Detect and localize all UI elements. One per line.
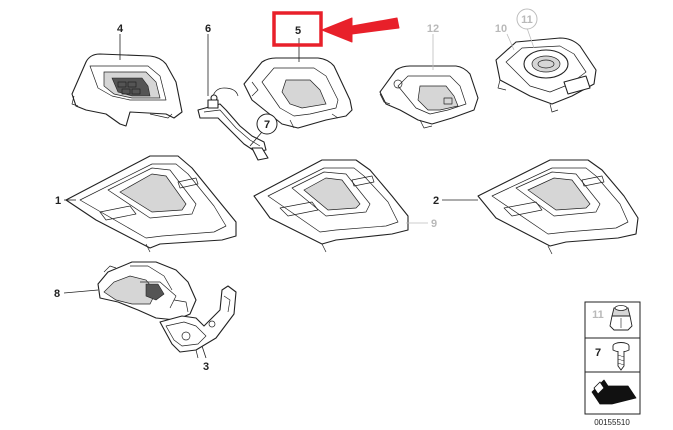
- callout-9[interactable]: 9: [431, 218, 437, 230]
- part-1-console-trim[interactable]: [65, 155, 237, 253]
- callout-numbers: 4 6 5 12 10 11 7 1 2 9 8 3: [54, 8, 538, 373]
- part-3-mounting-bracket[interactable]: [159, 285, 237, 359]
- part-12-trim-variant[interactable]: [379, 65, 479, 129]
- callout-8[interactable]: 8: [54, 288, 60, 300]
- callout-5[interactable]: 5: [295, 25, 301, 37]
- callout-leaders: [63, 27, 535, 359]
- part-2-console-trim-variant[interactable]: [477, 159, 639, 255]
- callout-12[interactable]: 12: [427, 23, 439, 35]
- callout-7-circle: [256, 113, 278, 135]
- clip-nut-icon: [609, 305, 633, 331]
- highlight-callout-5: [272, 11, 400, 47]
- screw-icon: [612, 342, 630, 371]
- callout-6[interactable]: 6: [205, 23, 211, 35]
- legend-row-screw[interactable]: 7: [595, 342, 630, 371]
- legend-label-bottom: 7: [595, 347, 601, 359]
- callout-7[interactable]: 7: [264, 119, 270, 131]
- callout-3[interactable]: 3: [203, 361, 209, 373]
- part-8-shift-mechanism[interactable]: [97, 261, 197, 321]
- document-number: 00155510: [594, 418, 630, 427]
- highlight-arrow-icon: [321, 17, 400, 43]
- part-5-gear-trim[interactable]: [243, 57, 353, 129]
- callout-4[interactable]: 4: [117, 23, 124, 35]
- part-6-cable-bracket[interactable]: [197, 87, 269, 161]
- legend-label-top: 11: [592, 309, 604, 321]
- direction-arrow-icon: [591, 379, 637, 405]
- callout-2[interactable]: 2: [433, 195, 439, 207]
- part-4-switch-panel[interactable]: [71, 53, 183, 127]
- fastener-legend: 11 7: [584, 301, 641, 415]
- part-9-console-trim-variant[interactable]: [253, 159, 409, 253]
- part-10-shift-housing[interactable]: [495, 37, 597, 113]
- callout-11-circle: [516, 8, 538, 30]
- callout-11[interactable]: 11: [521, 14, 533, 26]
- legend-row-nut[interactable]: 11: [592, 305, 633, 331]
- callout-1[interactable]: 1: [55, 195, 61, 207]
- callout-10[interactable]: 10: [495, 23, 507, 35]
